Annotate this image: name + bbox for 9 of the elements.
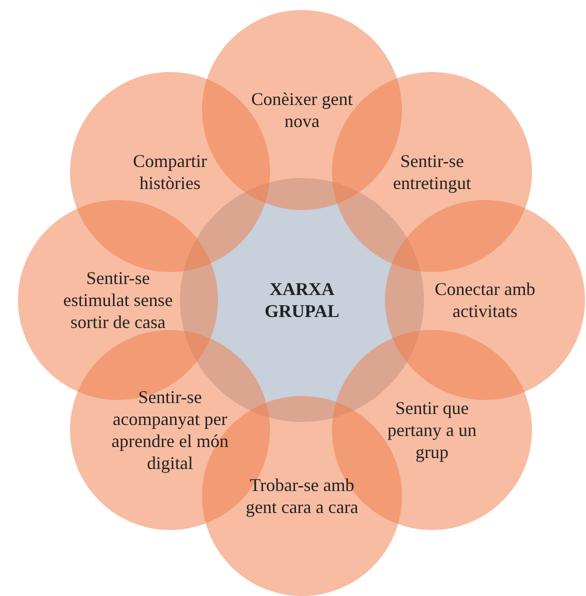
circle-label: Conectar amb activitats [434, 278, 536, 322]
center-label: XARXA GRUPAL [264, 278, 340, 322]
circle-label: Trobar-se amb gent cara a cara [244, 474, 360, 518]
circle-label: Conèixer gent nova [250, 88, 354, 132]
circle-label: Sentir-se estimulat sense sortir de casa [62, 267, 174, 333]
circle-label: Sentir-se entretingut [392, 150, 472, 194]
circle-label: Sentir que pertany a un grup [386, 397, 478, 463]
circle-label: Compartir històries [132, 150, 208, 194]
circle-label: Sentir-se acompanyat per aprendre el món digital [110, 386, 230, 474]
